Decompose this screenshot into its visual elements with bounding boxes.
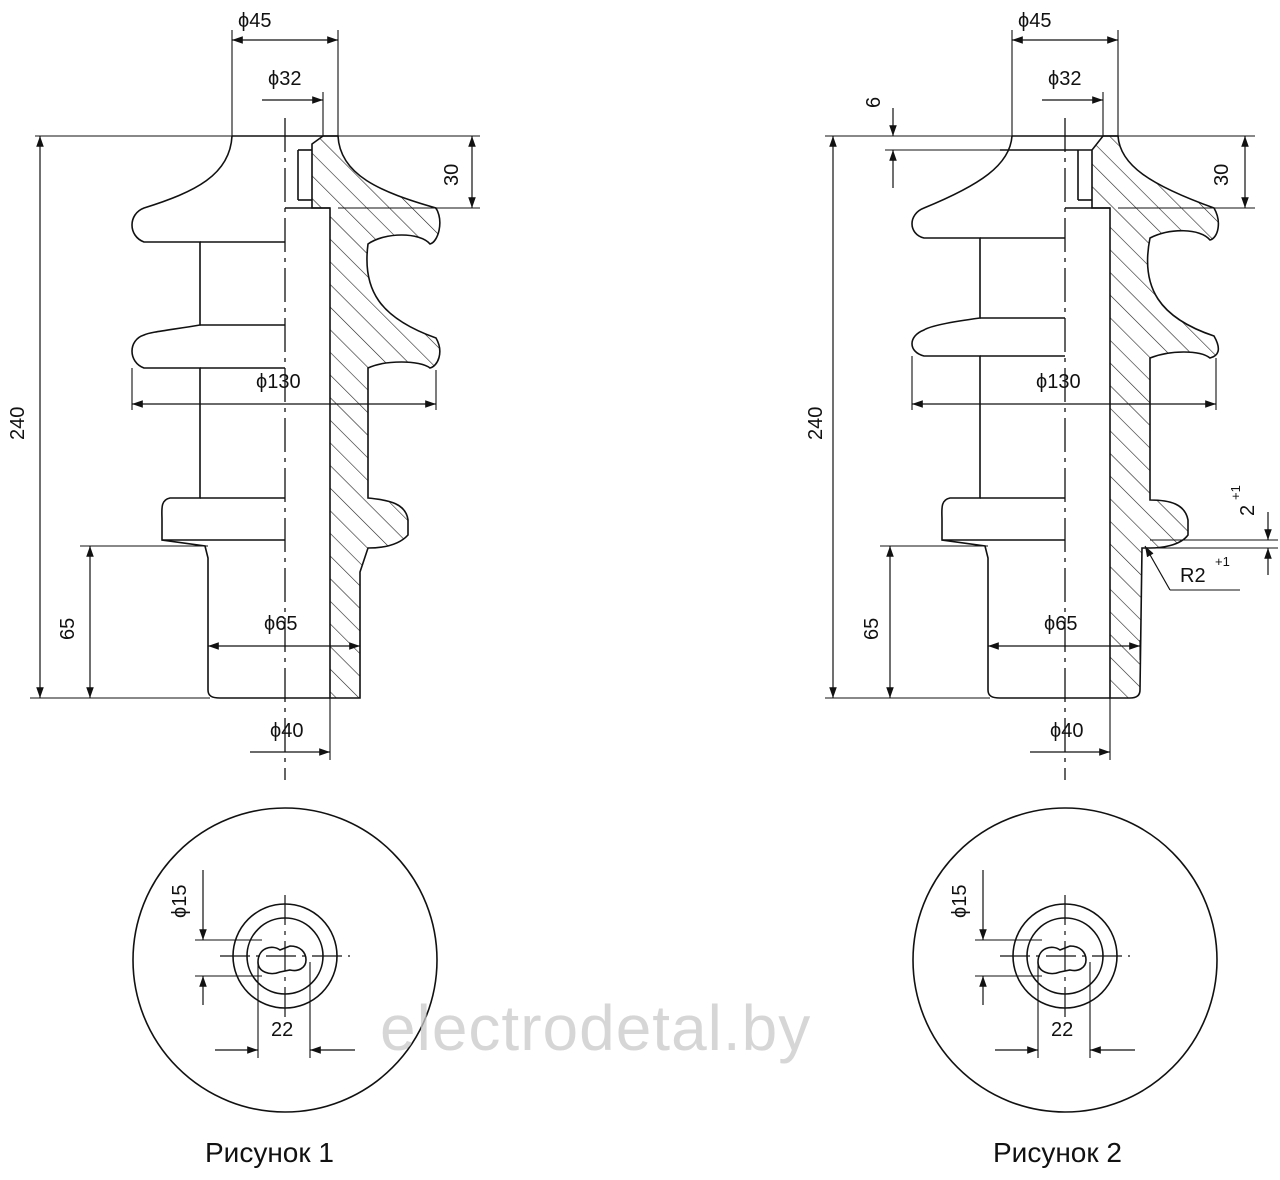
insulator-outline-left: [131, 135, 330, 699]
fig1-dim-d65: ϕ65: [264, 613, 297, 635]
section-hatch: [311, 135, 441, 699]
fig1-dim-d15: ϕ15: [169, 885, 191, 918]
fig2-dim-gap-tol: +1: [1228, 485, 1243, 500]
fig2-dim-d65: ϕ65: [1044, 613, 1077, 635]
figure-2: [825, 30, 1278, 780]
fig2-dim-h30: 30: [1211, 164, 1233, 186]
fig2-dim-gap: 2: [1237, 505, 1259, 516]
fig2-caption: Рисунок 2: [993, 1137, 1122, 1168]
fig2-dim-d15: ϕ15: [949, 885, 971, 918]
fig1-caption: Рисунок 1: [205, 1137, 334, 1168]
section-hatch: [1091, 135, 1220, 699]
fig2-dim-d130: ϕ130: [1036, 371, 1081, 393]
fig2-dim-h65: 65: [861, 618, 883, 640]
fig2-dim-radius: R2: [1180, 565, 1206, 587]
fig1-dim-d40: ϕ40: [270, 720, 303, 742]
insulator-outline-left: [911, 135, 1110, 699]
fig1-dim-d130: ϕ130: [256, 371, 301, 393]
fig2-dim-radius-tol: +1: [1215, 554, 1230, 569]
fig1-dim-h65: 65: [57, 618, 79, 640]
fig1-dim-d32: ϕ32: [268, 68, 301, 90]
fig2-dim-h6: 6: [863, 97, 885, 108]
fig2-dim-w22: 22: [1051, 1019, 1073, 1041]
figure-1: [30, 30, 480, 780]
watermark-text: electrodetal.by: [380, 992, 811, 1064]
fig2-top-view: [912, 807, 1218, 1113]
fig1-dim-h30: 30: [441, 164, 463, 186]
fig2-dim-h240: 240: [805, 407, 827, 440]
fig2-dim-d32: ϕ32: [1048, 68, 1081, 90]
fig1-dim-w22: 22: [271, 1019, 293, 1041]
fig2-dim-d45: ϕ45: [1018, 10, 1051, 32]
fig2-dim-d40: ϕ40: [1050, 720, 1083, 742]
fig1-top-view: [132, 807, 438, 1113]
fig1-dim-d45: ϕ45: [238, 10, 271, 32]
fig1-dim-h240: 240: [7, 407, 29, 440]
